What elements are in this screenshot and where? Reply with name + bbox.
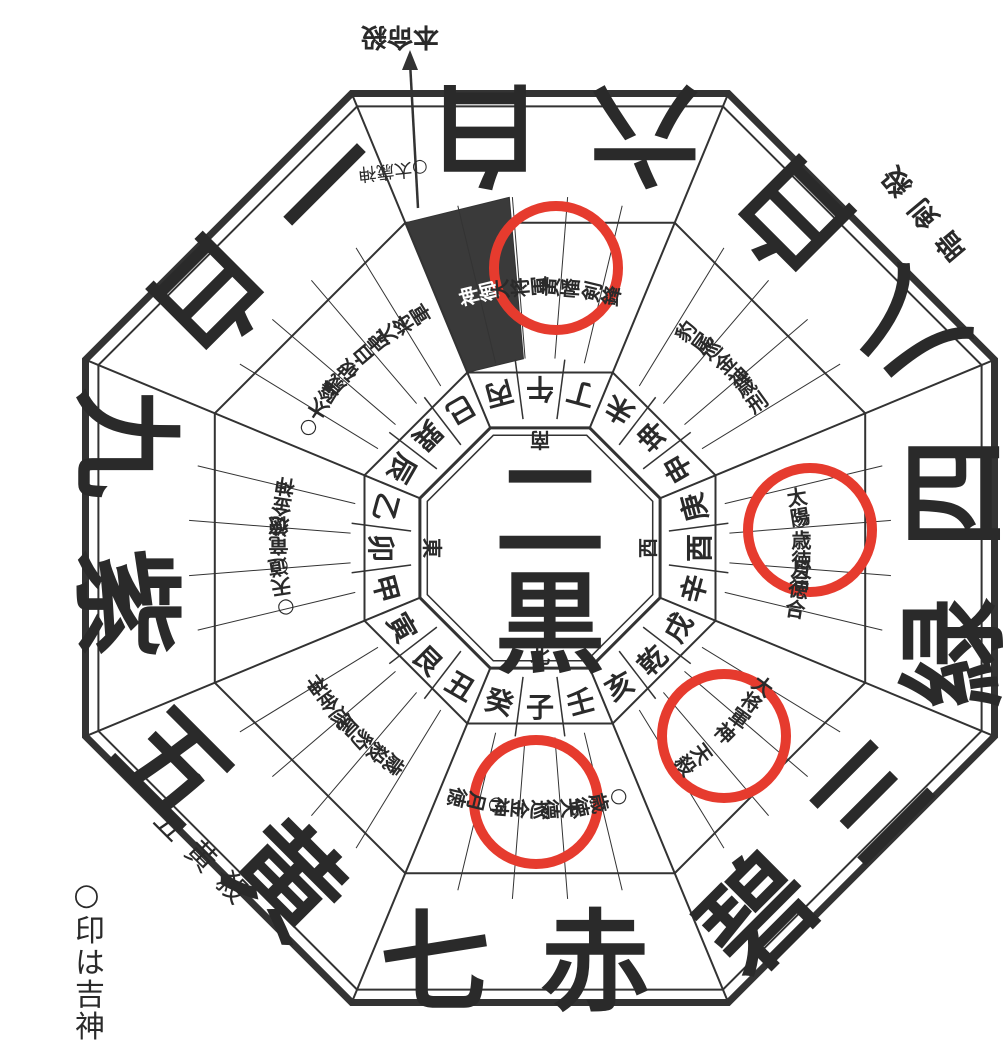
direction-west: 西 (636, 538, 660, 558)
deity-divider (214, 620, 365, 684)
center-border (426, 434, 654, 662)
zodiac-inner-border (418, 426, 662, 670)
zodiac-divider (466, 372, 491, 429)
deity-divider (729, 519, 891, 534)
zodiac-divider (423, 650, 462, 700)
deity-divider (239, 646, 379, 733)
top-arrow-head (402, 50, 418, 70)
deity-divider (197, 591, 356, 631)
deity-divider (355, 709, 442, 849)
deity-divider (189, 562, 351, 577)
deity-divider (404, 723, 468, 874)
deity-divider (583, 732, 623, 891)
deity-divider (272, 319, 396, 425)
zodiac-divider (351, 564, 412, 574)
zodiac-divider (388, 431, 438, 470)
zodiac-divider (364, 474, 421, 499)
zodiac-divider (659, 474, 716, 499)
outer-star-east: 九紫 (61, 388, 190, 708)
deity-divider (214, 412, 365, 476)
top-arrow-shaft (408, 61, 420, 209)
octagon-structure (82, 50, 998, 1006)
highlight-circles (469, 201, 877, 869)
zodiac-east-1: 卯 (364, 533, 397, 563)
zodiac-divider (423, 396, 462, 446)
deity-divider (272, 671, 396, 777)
zodiac-divider (466, 667, 491, 724)
deity-west-1: ○歳徳合 (788, 506, 812, 590)
deity-divider (701, 363, 841, 450)
zodiac-divider (388, 626, 438, 665)
zodiac-divider (618, 396, 657, 446)
zodiac-west-1: 酉 (683, 533, 716, 563)
deity-divider (457, 205, 497, 364)
outer-star-north: 七赤 (380, 898, 700, 1027)
deity-divider (239, 363, 379, 450)
highlight-circle-2 (657, 669, 791, 803)
deity-divider (197, 465, 356, 505)
zodiac-divider (351, 522, 412, 532)
deity-divider (189, 519, 351, 534)
outer-star-west: 緑四 (890, 388, 1003, 708)
zodiac-divider (668, 522, 729, 532)
zodiac-divider (364, 597, 421, 622)
zodiac-divider (642, 626, 692, 665)
zodiac-divider (659, 597, 716, 622)
deity-divider (311, 692, 417, 816)
direction-east: 東 (420, 538, 444, 558)
deity-divider (355, 247, 442, 387)
deity-divider (684, 671, 808, 777)
deity-divider (511, 737, 526, 899)
deity-divider (724, 591, 883, 631)
deity-divider (684, 319, 808, 425)
zodiac-divider (668, 564, 729, 574)
zodiac-divider (618, 650, 657, 700)
deity-divider (612, 222, 676, 373)
center-label: 二黒 (476, 452, 605, 680)
zodiac-divider (514, 676, 524, 737)
deity-divider (715, 620, 866, 684)
deity-south-2: 黄幡 (539, 275, 582, 303)
deity-divider (404, 222, 468, 373)
deity-divider (311, 280, 417, 404)
deity-divider (715, 412, 866, 476)
deity-divider (583, 205, 623, 364)
deity-divider (554, 737, 569, 899)
zodiac-divider (642, 431, 692, 470)
highlight-circle-3 (469, 735, 603, 869)
highlight-circle-0 (489, 201, 623, 335)
top-arrow-label: 本命殺 (360, 21, 440, 51)
legend-mark: ○印は吉神 (69, 877, 104, 1043)
zodiac-divider (514, 359, 524, 420)
zodiac-north-1: 子 (525, 691, 555, 724)
zodiac-divider (589, 667, 614, 724)
zodiac-south-1: 午 (525, 372, 555, 405)
direction-south: 南 (530, 428, 550, 452)
deity-divider (663, 280, 769, 404)
zodiac-divider (589, 372, 614, 429)
deity-divider (638, 247, 725, 387)
highlight-circle-1 (743, 463, 877, 597)
deity-divider (612, 723, 676, 874)
deity-divider (724, 465, 883, 505)
direction-north: 北 (530, 644, 550, 668)
zodiac-divider (556, 676, 566, 737)
zodiac-divider (556, 359, 566, 420)
